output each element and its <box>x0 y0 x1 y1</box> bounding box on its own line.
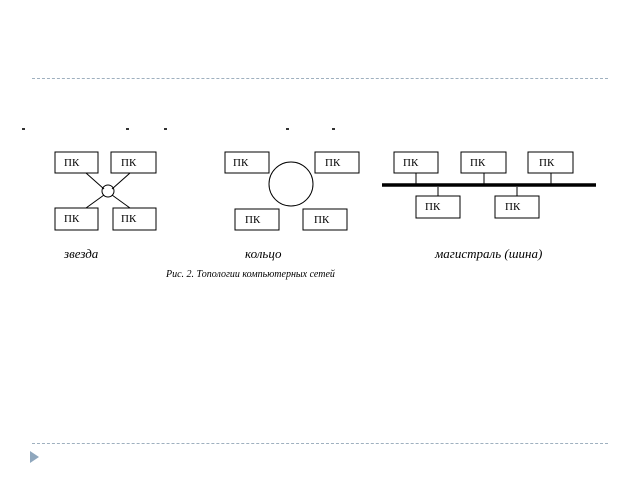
pc-node: ПК <box>54 151 99 174</box>
bus-label: магистраль (шина) <box>435 246 543 261</box>
star-link <box>85 172 105 190</box>
svg-text:ПК: ПК <box>121 157 137 169</box>
pc-node: ПК <box>54 207 99 231</box>
ring-topology: ПК ПК ПК ПК <box>224 151 360 231</box>
pc-node: ПК <box>302 208 348 231</box>
ring-label: кольцо <box>245 246 282 261</box>
text-fragment <box>22 128 25 130</box>
bus-topology: ПК ПК ПК ПК ПК <box>382 151 596 219</box>
text-fragment <box>332 128 335 130</box>
pc-node: ПК <box>112 207 157 231</box>
pc-node: ПК <box>314 151 360 174</box>
svg-text:ПК: ПК <box>245 214 261 226</box>
top-divider <box>32 78 608 79</box>
pc-node: ПК <box>460 151 507 174</box>
star-hub <box>101 184 115 198</box>
pc-node: ПК <box>110 151 157 174</box>
figure-caption: Рис. 2. Топологии компьютерных сетей <box>166 269 335 280</box>
star-link <box>85 194 105 209</box>
bottom-divider <box>32 443 608 444</box>
svg-text:ПК: ПК <box>425 201 441 213</box>
star-topology: ПК ПК ПК ПК <box>54 151 157 231</box>
svg-text:ПК: ПК <box>470 157 486 169</box>
text-fragment <box>164 128 167 130</box>
ring <box>268 161 314 207</box>
pc-node: ПК <box>234 208 280 231</box>
svg-text:ПК: ПК <box>314 214 330 226</box>
svg-text:ПК: ПК <box>505 201 521 213</box>
svg-text:ПК: ПК <box>325 157 341 169</box>
svg-text:ПК: ПК <box>64 157 80 169</box>
svg-text:ПК: ПК <box>64 213 80 225</box>
pc-node: ПК <box>527 151 574 174</box>
star-label: звезда <box>64 246 99 261</box>
pc-node: ПК <box>494 195 540 219</box>
pc-node: ПК <box>415 195 461 219</box>
svg-text:ПК: ПК <box>403 157 419 169</box>
text-fragment <box>286 128 289 130</box>
pc-node: ПК <box>393 151 439 174</box>
pc-node: ПК <box>224 151 270 174</box>
star-link <box>111 194 131 209</box>
bullet-triangle-icon <box>30 451 39 463</box>
svg-text:ПК: ПК <box>539 157 555 169</box>
text-fragment <box>126 128 129 130</box>
svg-text:ПК: ПК <box>233 157 249 169</box>
svg-text:ПК: ПК <box>121 213 137 225</box>
star-link <box>111 172 131 190</box>
